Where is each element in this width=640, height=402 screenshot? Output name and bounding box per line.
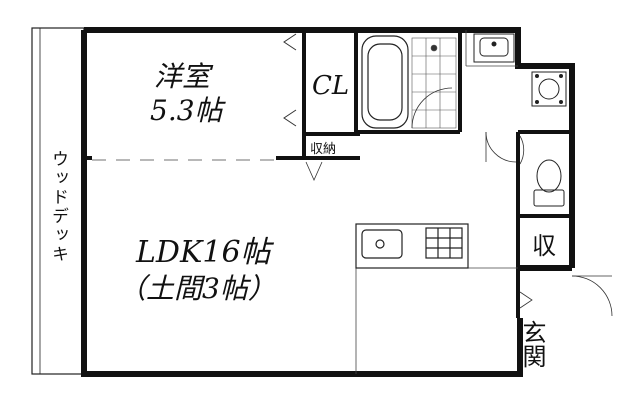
western-room-label: 洋室 xyxy=(154,60,214,93)
ldk-sub-label: （土間3帖） xyxy=(118,272,276,305)
door-swings xyxy=(485,131,613,317)
storage-label: 収 xyxy=(532,232,556,260)
closet-label: CL xyxy=(312,71,349,101)
interior-walls xyxy=(84,30,572,318)
washing-machine-icon xyxy=(531,71,567,107)
closet-doors xyxy=(283,33,297,127)
wood-deck-label: ウッドデッキ xyxy=(48,150,68,264)
entrance-label: 玄関 xyxy=(518,320,546,368)
windows xyxy=(82,55,86,341)
bath-door-icon xyxy=(411,87,453,129)
wash-basin-icon xyxy=(473,33,515,63)
kitchen-counter xyxy=(355,223,469,269)
bathtub-icon xyxy=(361,35,409,129)
western-room-size: 5.3帖 xyxy=(150,94,227,127)
storage-small-label: 収納 xyxy=(310,142,336,157)
shower-tile-grid xyxy=(411,37,457,129)
storage-markers xyxy=(305,161,533,309)
toilet-icon xyxy=(533,159,565,207)
ldk-label: LDK16帖 xyxy=(135,235,275,270)
